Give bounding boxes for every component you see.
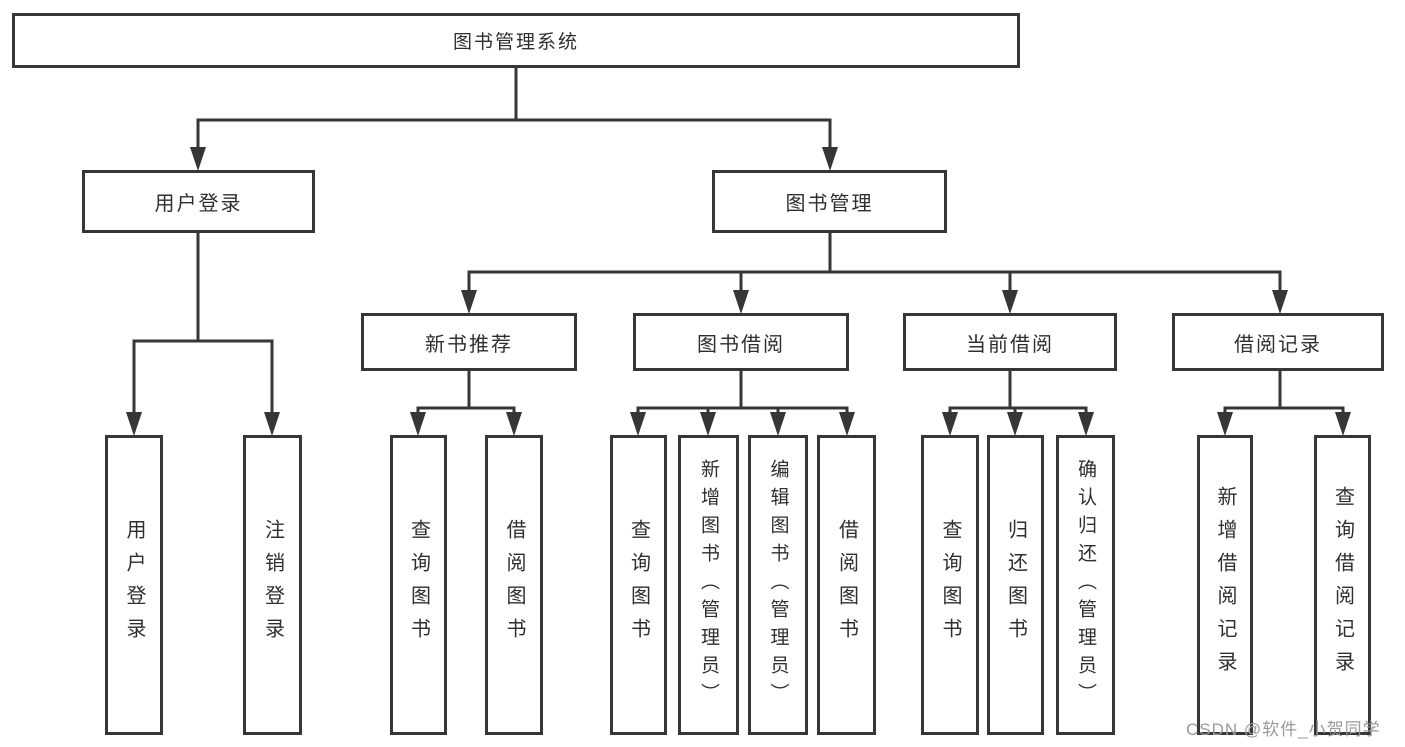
node-library-system-label: 图书管理系统: [452, 32, 579, 53]
leaf-query-borrow-record: 查询借阅记录: [1314, 435, 1371, 735]
node-current-borrowing: 当前借阅: [903, 313, 1117, 371]
leaf-add-book-admin: 新增图书（管理员）: [678, 435, 739, 735]
leaf-query-books-recommend: 查询图书: [390, 435, 447, 735]
node-borrowing-records: 借阅记录: [1172, 313, 1384, 371]
leaf-user-login: 用户登录: [105, 435, 163, 735]
watermark: CSDN @软件_小贺同学: [1186, 720, 1381, 739]
leaf-logout: 注销登录: [243, 435, 302, 735]
node-book-borrowing: 图书借阅: [633, 313, 849, 371]
node-user-login: 用户登录: [82, 170, 315, 233]
node-new-book-recommendation-label: 新书推荐: [425, 333, 513, 356]
leaf-add-borrow-record: 新增借阅记录: [1197, 435, 1253, 735]
node-user-login-label: 用户登录: [154, 193, 243, 215]
node-current-borrowing-label: 当前借阅: [966, 333, 1054, 356]
node-borrowing-records-label: 借阅记录: [1234, 333, 1322, 356]
leaf-edit-book-admin: 编辑图书（管理员）: [748, 435, 808, 735]
node-book-management: 图书管理: [712, 170, 947, 233]
leaf-borrow-books: 借阅图书: [817, 435, 876, 735]
leaf-return-books: 归还图书: [987, 435, 1044, 735]
leaf-query-books-current: 查询图书: [921, 435, 979, 735]
leaf-borrow-books-recommend: 借阅图书: [485, 435, 543, 735]
node-book-borrowing-label: 图书借阅: [697, 333, 785, 356]
node-new-book-recommendation: 新书推荐: [361, 313, 577, 371]
leaf-query-books-borrow: 查询图书: [610, 435, 667, 735]
leaf-confirm-return-admin: 确认归还（管理员）: [1056, 435, 1115, 735]
node-library-system: 图书管理系统: [12, 13, 1020, 68]
node-book-management-label: 图书管理: [785, 193, 874, 215]
